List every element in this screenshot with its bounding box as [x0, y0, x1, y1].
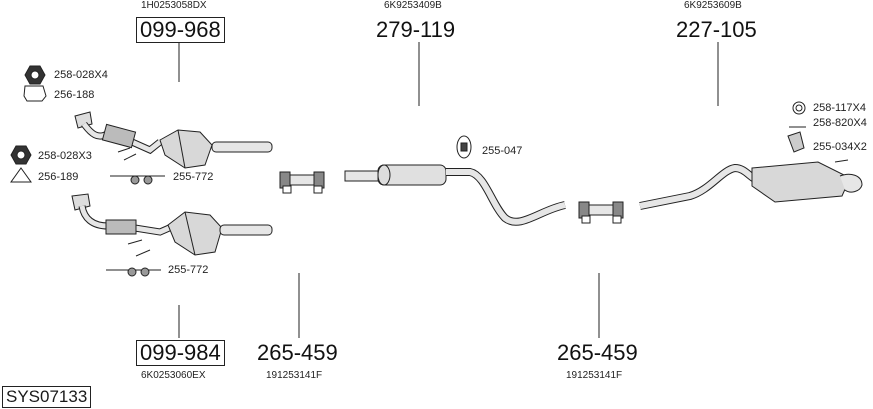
oem-279-119: 6K9253409B	[384, 0, 442, 11]
accessory-255-772-a[interactable]: 255-772	[173, 171, 214, 183]
part-number-265-459-a[interactable]: 265-459	[257, 340, 338, 365]
catalytic-converter-upper	[74, 111, 273, 169]
accessory-256-189[interactable]: 256-189	[38, 171, 79, 183]
part-number-227-105[interactable]: 227-105	[676, 17, 757, 42]
catalytic-converter-lower	[71, 193, 273, 257]
oem-099-984: 6K0253060EX	[141, 370, 206, 381]
oem-099-968: 1H0253058DX	[141, 0, 207, 11]
system-code: SYS07133	[2, 386, 92, 408]
accessory-255-034x2[interactable]: 255-034X2	[813, 141, 867, 153]
accessory-258-117x4[interactable]: 258-117X4	[813, 102, 867, 114]
accessory-255-047[interactable]: 255-047	[482, 145, 523, 157]
rear-silencer	[639, 159, 863, 210]
rubber-hanger-icon	[456, 135, 472, 159]
mounting-bracket-icon	[110, 175, 165, 185]
rear-mount-icon	[787, 131, 805, 153]
oem-227-105: 6K9253609B	[684, 0, 742, 11]
oem-265-459-b: 191253141F	[566, 370, 623, 381]
part-number-265-459-b[interactable]: 265-459	[557, 340, 638, 365]
accessory-258-028x4[interactable]: 258-028X4	[54, 69, 108, 81]
accessory-258-820x4[interactable]: 258-820X4	[813, 117, 867, 129]
pipe-clamp-1	[279, 171, 325, 194]
gasket-icon	[23, 85, 47, 102]
mounting-bracket-icon	[106, 267, 161, 277]
part-number-279-119[interactable]: 279-119	[376, 17, 456, 42]
part-number-099-984[interactable]: 099-984	[136, 340, 225, 366]
oem-265-459-a: 191253141F	[266, 370, 323, 381]
triangular-gasket-icon	[10, 167, 32, 183]
accessory-258-028x3[interactable]: 258-028X3	[38, 150, 92, 162]
accessory-256-188[interactable]: 256-188	[54, 89, 95, 101]
pipe-clamp-2	[578, 201, 624, 224]
part-number-099-968[interactable]: 099-968	[136, 17, 225, 43]
middle-silencer	[344, 164, 566, 226]
accessory-255-772-b[interactable]: 255-772	[168, 264, 209, 276]
